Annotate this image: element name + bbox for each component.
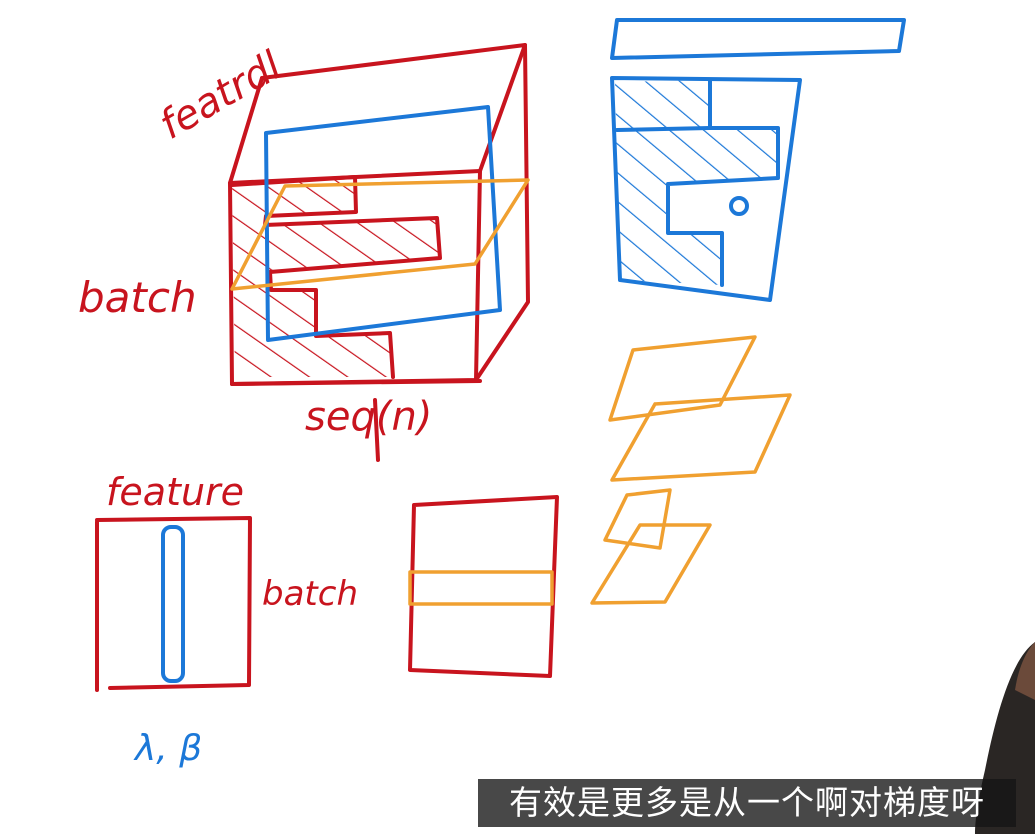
feature-batch-matrix bbox=[95, 516, 252, 692]
orange-hatched-plane bbox=[608, 335, 757, 422]
cube-diagram bbox=[228, 43, 530, 386]
label-batch-bottom: batch bbox=[262, 574, 358, 614]
label-batch-left: batch bbox=[78, 273, 197, 322]
orange-batch-row bbox=[408, 570, 554, 606]
label-lambda-beta: λ, β bbox=[133, 728, 202, 769]
blue-feature-column bbox=[161, 525, 185, 683]
blue-shapes bbox=[610, 18, 906, 302]
label-feature-bottom: feature bbox=[106, 470, 244, 514]
blue-hatched-staircase bbox=[615, 80, 778, 285]
blue-small-circle bbox=[729, 196, 749, 216]
batch-slice-matrix bbox=[408, 495, 559, 678]
label-seq: seq(n) bbox=[305, 394, 432, 440]
orange-planes bbox=[590, 335, 792, 605]
video-subtitle: 有效是更多是从一个啊对梯度呀 bbox=[478, 779, 1016, 827]
cube-hatched-region bbox=[232, 177, 440, 377]
blue-hatched-bar bbox=[610, 18, 906, 60]
seq-axis-tick bbox=[373, 398, 380, 462]
